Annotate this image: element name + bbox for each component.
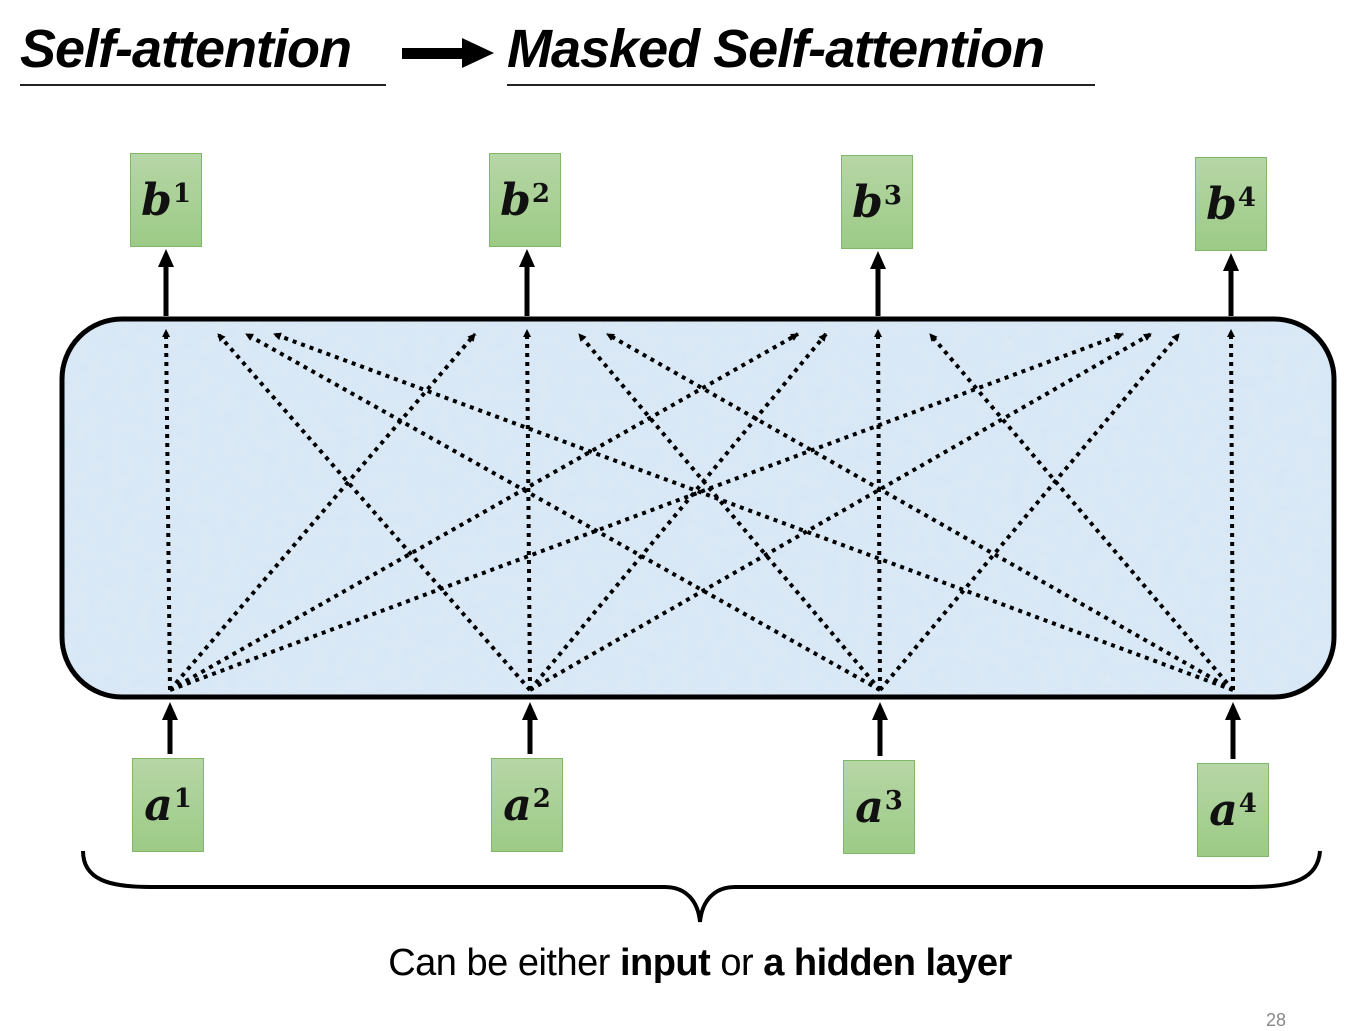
title-right-underline <box>507 84 1095 86</box>
output-node-superscript: 1 <box>172 179 191 209</box>
caption-text: or <box>710 942 764 984</box>
caption-bold-input: input <box>619 942 711 984</box>
connection-a4-to-b2 <box>606 332 1234 692</box>
connection-a1-to-b2 <box>168 332 477 692</box>
output-node-superscript: 3 <box>883 181 902 211</box>
connection-a2-to-b2 <box>523 329 532 691</box>
input-node-superscript: 1 <box>173 784 192 814</box>
output-node-superscript: 2 <box>531 179 550 209</box>
connection-a4-to-b3 <box>928 332 1235 692</box>
output-node-superscript: 4 <box>1237 183 1256 213</box>
connection-a3-to-b1 <box>245 332 881 692</box>
io-arrows <box>158 249 1241 759</box>
connection-a3-to-b2 <box>577 332 882 692</box>
connection-a2-to-b4 <box>529 332 1152 692</box>
attention-layer-texture <box>65 322 1331 694</box>
input-node-superscript: 2 <box>532 784 551 814</box>
page-number: 28 <box>1266 1010 1287 1030</box>
input-node-label: a <box>1209 784 1238 836</box>
connection-a3-to-b3 <box>874 329 883 691</box>
output-node-label: b <box>141 174 172 226</box>
connection-a1-to-b4 <box>169 332 1124 692</box>
connection-a3-to-b4 <box>878 332 1181 692</box>
caption-text: Can be either <box>388 942 620 984</box>
output-node-label: b <box>500 174 531 226</box>
input-node-label: a <box>855 781 884 833</box>
curly-brace <box>81 850 1322 923</box>
right-arrow-icon <box>402 38 494 68</box>
title-left-underline <box>20 84 386 86</box>
output-node-label: b <box>1206 178 1237 230</box>
caption-bold-hidden-layer: a hidden layer <box>763 942 1012 984</box>
title-self-attention: Self-attention <box>20 19 352 79</box>
output-node-label: b <box>852 176 883 228</box>
attention-connections <box>162 329 1236 692</box>
connection-a4-to-b4 <box>1227 329 1236 691</box>
caption: Can be either input or a hidden layer <box>0 942 1350 985</box>
connection-a1-to-b3 <box>169 332 799 692</box>
connection-a1-to-b1 <box>162 329 172 691</box>
input-node-label: a <box>503 779 532 831</box>
input-node-superscript: 4 <box>1238 789 1257 819</box>
connection-a2-to-b1 <box>216 332 532 692</box>
input-node-superscript: 3 <box>884 786 903 816</box>
title-masked-self-attention: Masked Self-attention <box>507 19 1045 79</box>
input-node-label: a <box>144 779 173 831</box>
